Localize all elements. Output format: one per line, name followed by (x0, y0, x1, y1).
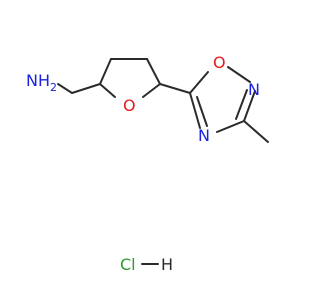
bond-c5-c5prime (159, 83, 191, 94)
bond-o-c5 (142, 83, 161, 98)
atom-label-oxolane-oxygen: O (123, 96, 136, 115)
atom-label-nh2: NH2 (26, 71, 57, 94)
atom-label-oxadiazole-oxygen: O (213, 53, 226, 72)
bond-n4-c5prime (189, 92, 201, 129)
bond-c4-c5 (146, 58, 161, 85)
molecule-structure-diagram: NH2 O O N N Cl H (26, 53, 269, 274)
atom-label-hydrogen: H (161, 255, 173, 274)
atom-label-oxadiazole-n2: N (248, 80, 260, 99)
bond-c2-c3 (99, 58, 112, 85)
bond-n2-c3prime (243, 90, 256, 122)
bond-n2-c3prime-double (235, 89, 248, 120)
bond-layer (57, 58, 269, 265)
bond-c5prime-o1 (189, 71, 209, 94)
bond-n-ch2 (57, 83, 73, 94)
atom-label-oxadiazole-n4: N (198, 126, 210, 145)
bond-o1-n2 (227, 66, 251, 83)
bond-ch2-c2 (71, 83, 101, 94)
bond-c3prime-n4 (216, 120, 245, 133)
bond-n4-c5prime-double (196, 96, 208, 127)
atom-label-chlorine: Cl (120, 255, 136, 274)
bond-c3prime-methyl (243, 120, 269, 143)
bond-c2-o (99, 83, 116, 98)
atom-label-layer: NH2 O O N N Cl H (26, 53, 260, 274)
